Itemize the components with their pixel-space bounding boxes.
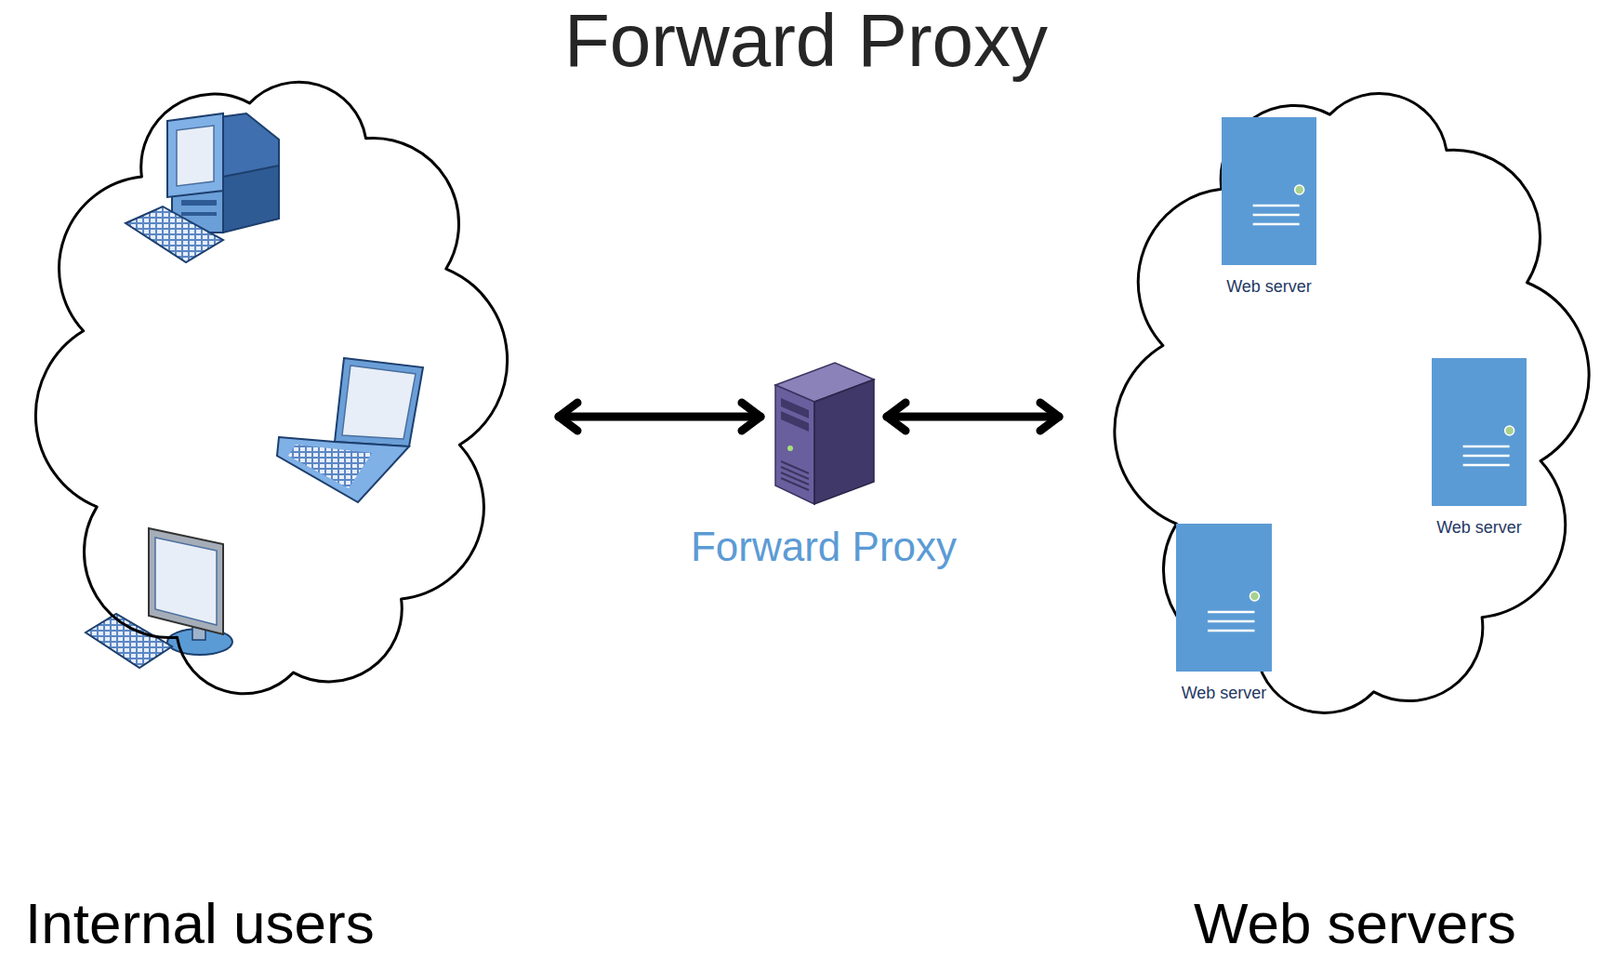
web-server-box: Web server <box>1176 523 1272 672</box>
web-server-box: Web server <box>1221 117 1317 265</box>
server-glyph <box>1221 117 1317 265</box>
proxy-label: Forward Proxy <box>690 526 957 568</box>
group-label: Web servers <box>1193 894 1517 953</box>
proxy-icon <box>767 357 880 506</box>
server-glyph <box>1431 357 1527 506</box>
monitor-computer <box>85 528 233 668</box>
group-label: Internal users <box>25 894 375 953</box>
laptop-computer <box>277 357 424 503</box>
cloud-shape <box>35 81 507 694</box>
bidirectional-arrow <box>886 412 1059 422</box>
network-cloud: Internal users <box>12 20 531 755</box>
cloud-shape <box>1114 92 1589 713</box>
server-label: Web server <box>1181 684 1268 701</box>
proxy-server: Forward Proxy <box>767 357 880 506</box>
server-glyph <box>1176 523 1272 672</box>
server-label: Web server <box>1226 277 1312 295</box>
bidirectional-arrow <box>558 412 761 422</box>
web-server-box: Web server <box>1431 357 1527 506</box>
diagram-title: Forward Proxy <box>0 0 1600 82</box>
cloud-outline <box>12 20 531 755</box>
server-label: Web server <box>1436 518 1522 536</box>
network-cloud: Web serverWeb serverWeb serverWeb server… <box>1091 30 1600 776</box>
